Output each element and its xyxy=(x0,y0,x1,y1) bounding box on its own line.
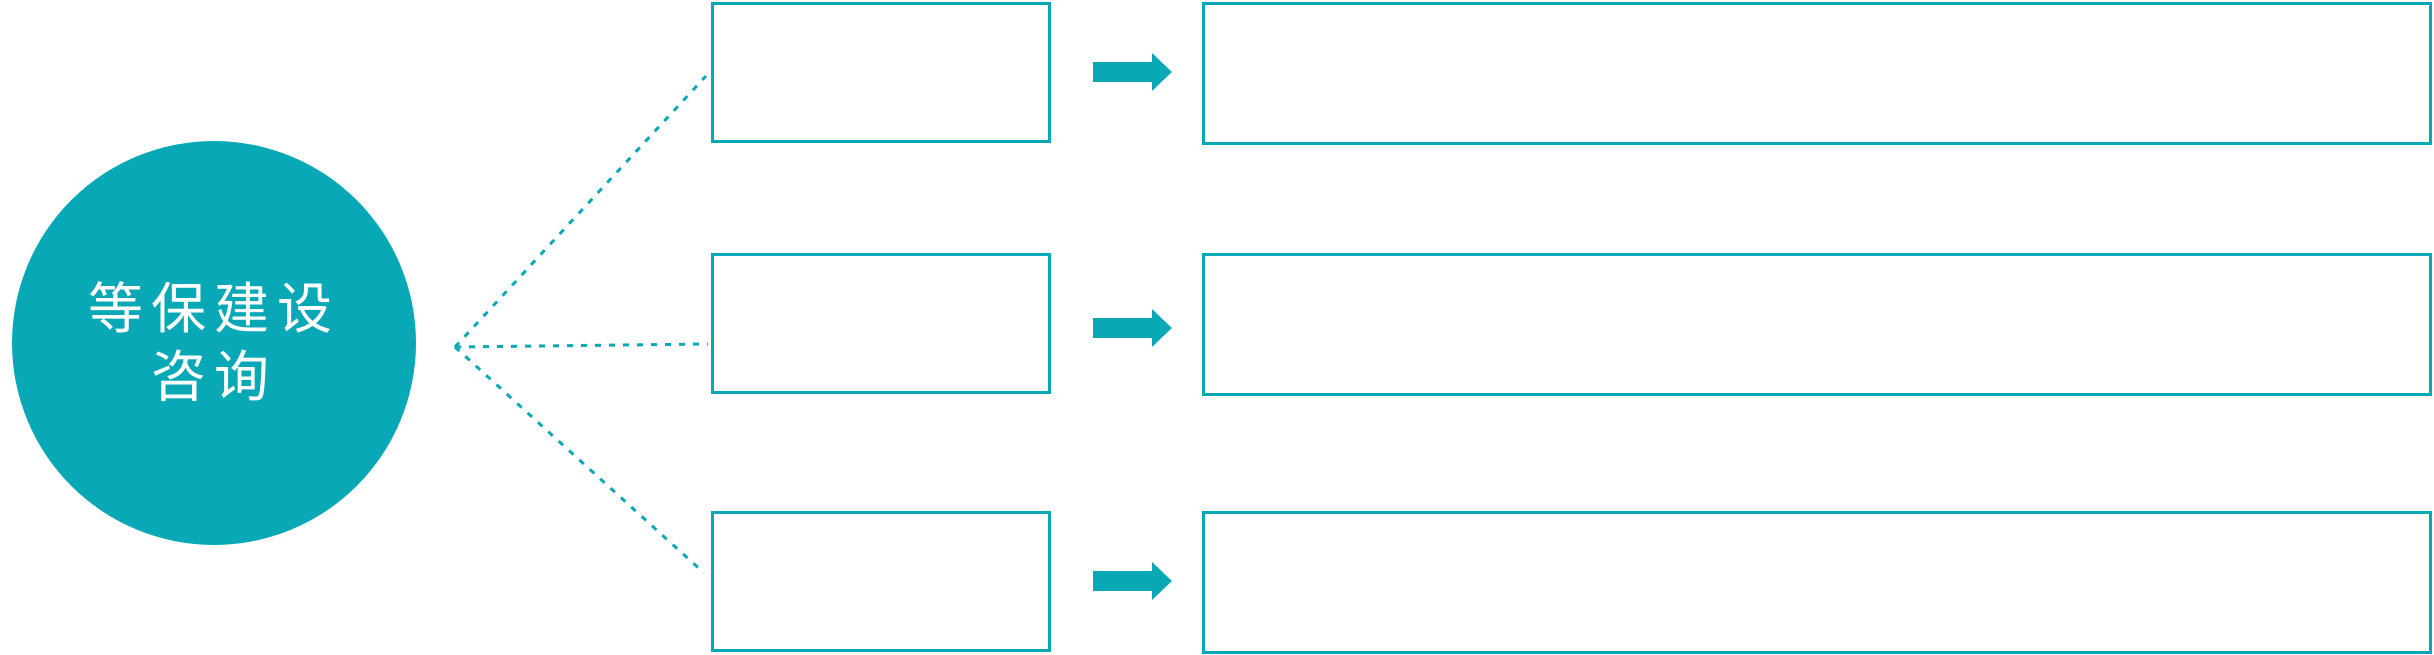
arrow-right-icon xyxy=(1093,561,1173,601)
arrow-right-icon xyxy=(1093,308,1173,348)
dotted-line-middle xyxy=(454,342,709,349)
branch-box-2 xyxy=(711,253,1051,394)
hub-circle-label-line1: 等保建设 xyxy=(87,278,340,340)
arrow-right-icon xyxy=(1093,52,1173,92)
hub-circle-label-line2: 咨询 xyxy=(150,346,277,408)
dotted-line-top xyxy=(453,74,708,349)
branch-box-1 xyxy=(711,2,1051,143)
dotted-line-bottom xyxy=(453,345,706,575)
content-box-3 xyxy=(1202,511,2432,654)
hub-circle: 等保建设 咨询 xyxy=(12,141,416,545)
content-box-2 xyxy=(1202,253,2432,396)
content-box-1 xyxy=(1202,2,2432,145)
branch-box-3 xyxy=(711,511,1051,652)
